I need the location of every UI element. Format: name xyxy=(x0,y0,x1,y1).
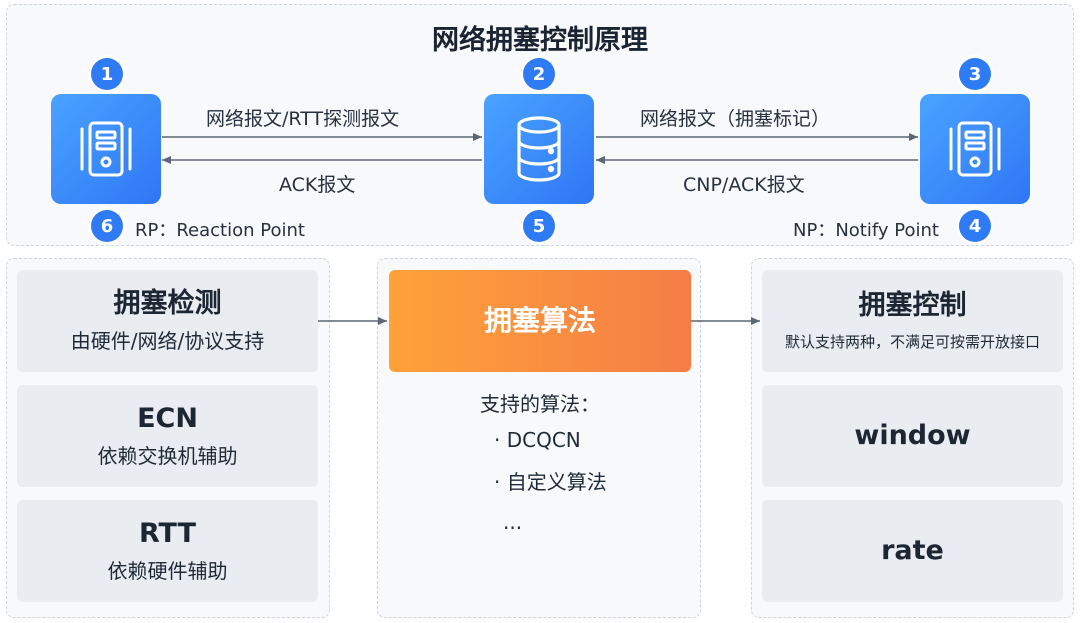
rp-server-node xyxy=(51,94,161,204)
label-notify-point: NP：Notify Point xyxy=(793,220,939,241)
label-switch-to-np: 网络报文（拥塞标记） xyxy=(640,108,831,130)
diagram-title: 网络拥塞控制原理 xyxy=(432,25,648,56)
switch-node xyxy=(484,94,594,204)
card-title: 拥塞控制 xyxy=(858,290,967,322)
np-server-node xyxy=(920,94,1030,204)
list-item: · 自定义算法 xyxy=(494,470,607,494)
label-rp-to-switch: 网络报文/RTT探测报文 xyxy=(206,108,400,130)
card-window: window xyxy=(762,385,1063,487)
card-congestion-algorithm: 拥塞算法 xyxy=(389,270,691,372)
step-badge-3: 3 xyxy=(959,58,991,90)
card-ecn: ECN 依赖交换机辅助 xyxy=(17,385,318,487)
supported-algorithms-heading: 支持的算法： xyxy=(480,392,600,416)
label-switch-to-rp: ACK报文 xyxy=(279,174,356,196)
step-badge-6: 6 xyxy=(91,210,123,242)
card-rtt: RTT 依赖硬件辅助 xyxy=(17,500,318,602)
label-np-to-switch: CNP/ACK报文 xyxy=(683,174,805,196)
card-subtitle: 依赖硬件辅助 xyxy=(107,558,228,583)
card-congestion-detection: 拥塞检测 由硬件/网络/协议支持 xyxy=(17,270,318,372)
card-congestion-control: 拥塞控制 默认支持两种，不满足可按需开放接口 xyxy=(762,270,1063,372)
card-subtitle: 默认支持两种，不满足可按需开放接口 xyxy=(784,332,1040,351)
step-badge-2: 2 xyxy=(523,58,555,90)
label-reaction-point: RP：Reaction Point xyxy=(135,220,305,241)
server-icon xyxy=(80,121,132,177)
database-icon xyxy=(517,116,561,182)
card-title: 拥塞算法 xyxy=(483,304,596,338)
card-rate: rate xyxy=(762,500,1063,602)
more-ellipsis: ... xyxy=(503,510,523,534)
card-subtitle: 由硬件/网络/协议支持 xyxy=(70,328,265,353)
card-title: 拥塞检测 xyxy=(113,288,222,320)
card-title: RTT xyxy=(138,518,197,550)
card-subtitle: 依赖交换机辅助 xyxy=(97,443,238,468)
server-icon xyxy=(949,121,1001,177)
step-badge-1: 1 xyxy=(91,58,123,90)
card-title: ECN xyxy=(137,403,198,435)
step-badge-5: 5 xyxy=(523,210,555,242)
card-title: window xyxy=(854,419,971,451)
card-title: rate xyxy=(881,534,944,566)
step-badge-4: 4 xyxy=(959,210,991,242)
list-item: · DCQCN xyxy=(494,428,581,452)
